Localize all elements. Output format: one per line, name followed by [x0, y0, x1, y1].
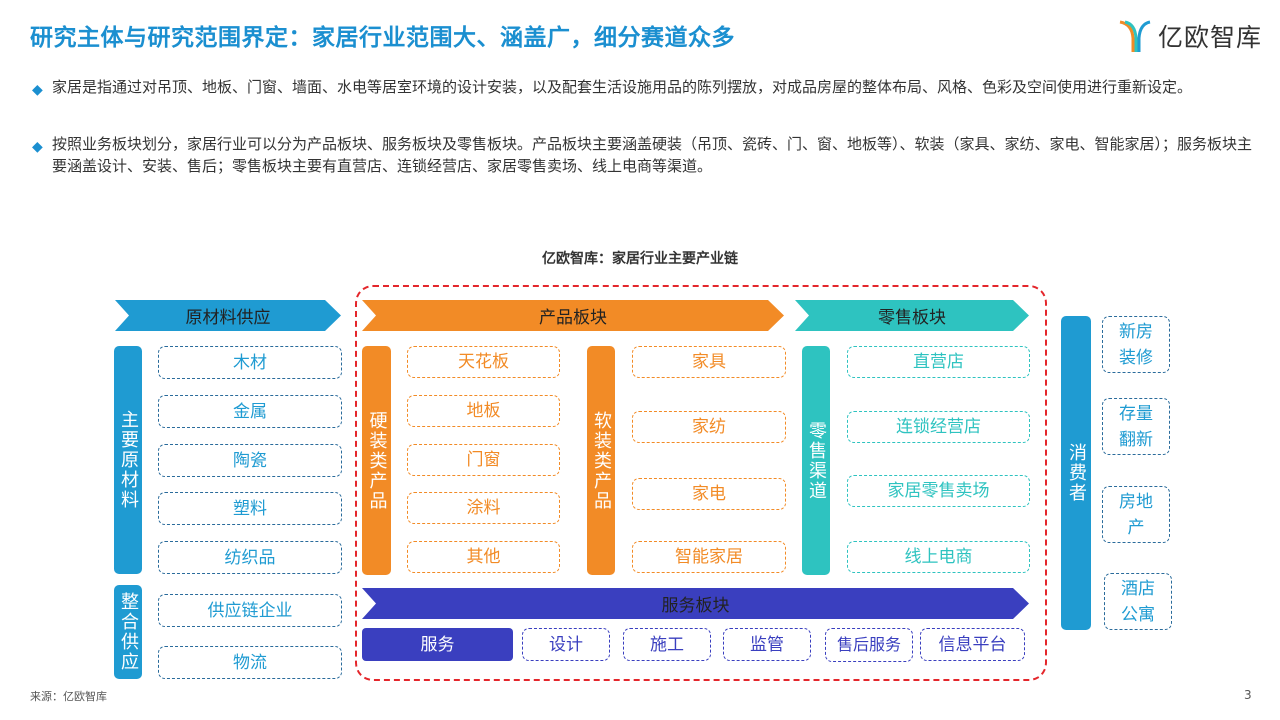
service-item: 售后服务	[825, 628, 913, 662]
supply-item: 供应链企业	[158, 594, 342, 627]
diamond-bullet-icon: ◆	[32, 139, 43, 155]
supply-label: 整合供应	[114, 585, 142, 679]
retail-header: 零售板块	[795, 300, 1029, 331]
service-item: 信息平台	[920, 628, 1025, 661]
hard-item: 天花板	[407, 346, 560, 378]
hard-item: 门窗	[407, 444, 560, 476]
retail-item: 连锁经营店	[847, 411, 1030, 443]
bullet-1: ◆ 家居是指通过对吊顶、地板、门窗、墙面、水电等居室环境的设计安装，以及配套生活设…	[30, 76, 1260, 98]
logo-mark-icon	[1118, 18, 1152, 54]
bullet-text: 家居是指通过对吊顶、地板、门窗、墙面、水电等居室环境的设计安装，以及配套生活设施…	[52, 78, 1193, 96]
consumer-item: 酒店公寓	[1104, 573, 1172, 630]
service-item: 施工	[623, 628, 711, 661]
consumer-item: 新房装修	[1102, 316, 1170, 373]
raw-item: 金属	[158, 395, 342, 428]
consumer-item: 存量翻新	[1102, 398, 1170, 455]
diagram-title: 亿欧智库：家居行业主要产业链	[542, 251, 738, 267]
soft-item: 家具	[632, 346, 786, 378]
service-item: 设计	[522, 628, 610, 661]
raw-item: 纺织品	[158, 541, 342, 574]
raw-item: 塑料	[158, 492, 342, 525]
raw-material-header: 原材料供应	[115, 300, 341, 331]
hard-item: 地板	[407, 395, 560, 427]
hard-item: 涂料	[407, 492, 560, 524]
service-header: 服务板块	[362, 588, 1029, 619]
page-title: 研究主体与研究范围界定：家居行业范围大、涵盖广，细分赛道众多	[30, 25, 735, 51]
main-raw-material-label: 主要原材料	[114, 346, 142, 574]
page-number: 3	[1244, 688, 1252, 702]
raw-item: 木材	[158, 346, 342, 379]
consumer-label: 消费者	[1061, 316, 1091, 630]
raw-item: 陶瓷	[158, 444, 342, 477]
hard-product-label: 硬装类产品	[362, 346, 391, 575]
service-item: 监管	[723, 628, 811, 661]
product-header: 产品板块	[362, 300, 784, 331]
logo: 亿欧智库	[1118, 18, 1262, 54]
retail-item: 直营店	[847, 346, 1030, 378]
retail-item: 家居零售卖场	[847, 475, 1030, 507]
retail-item: 线上电商	[847, 541, 1030, 573]
consumer-item: 房地产	[1102, 486, 1170, 543]
source-note: 来源：亿欧智库	[30, 690, 107, 703]
service-label: 服务	[362, 628, 513, 661]
soft-item: 智能家居	[632, 541, 786, 573]
industry-dashed-frame	[355, 285, 1047, 681]
soft-item: 家纺	[632, 411, 786, 443]
soft-item: 家电	[632, 478, 786, 510]
soft-product-label: 软装类产品	[587, 346, 615, 575]
supply-item: 物流	[158, 646, 342, 679]
bullet-text: 按照业务板块划分，家居行业可以分为产品板块、服务板块及零售板块。产品板块主要涵盖…	[52, 135, 1253, 175]
bullet-2: ◆ 按照业务板块划分，家居行业可以分为产品板块、服务板块及零售板块。产品板块主要涵…	[30, 133, 1260, 177]
retail-channel-label: 零售渠道	[802, 346, 830, 575]
diamond-bullet-icon: ◆	[32, 82, 43, 98]
hard-item: 其他	[407, 541, 560, 573]
logo-text: 亿欧智库	[1158, 23, 1263, 52]
